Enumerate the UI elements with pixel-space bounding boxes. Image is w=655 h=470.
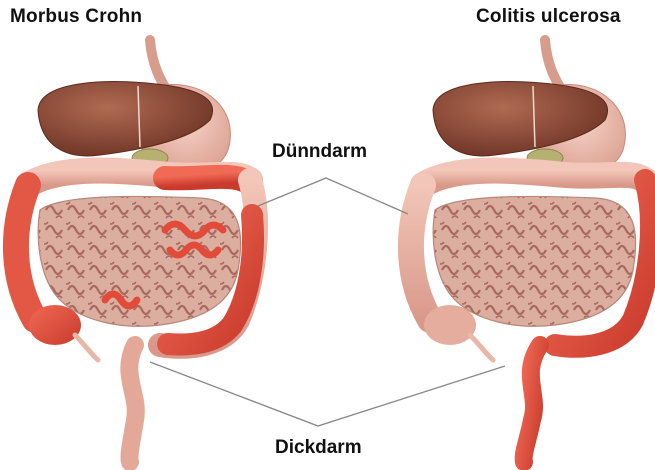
rectum	[129, 345, 136, 462]
transverse-colon	[423, 171, 645, 185]
label-dickdarm: Dickdarm	[275, 437, 362, 459]
leader-dickdarm	[150, 362, 505, 426]
label-duenndarm: Dünndarm	[272, 141, 367, 163]
ascending-colon	[16, 185, 35, 320]
appendix	[75, 335, 98, 360]
colitis-inflamed-rectum	[524, 345, 540, 462]
cecum	[29, 305, 81, 345]
crohn-organs	[16, 40, 256, 462]
appendix	[470, 335, 493, 360]
cecum	[424, 305, 476, 345]
small-intestine	[38, 196, 240, 326]
leader-duenndarm	[258, 178, 408, 214]
colitis-organs	[411, 40, 651, 462]
ascending-colon	[411, 185, 430, 320]
small-intestine	[433, 196, 635, 326]
crohn-inflamed-transverse	[165, 177, 248, 182]
